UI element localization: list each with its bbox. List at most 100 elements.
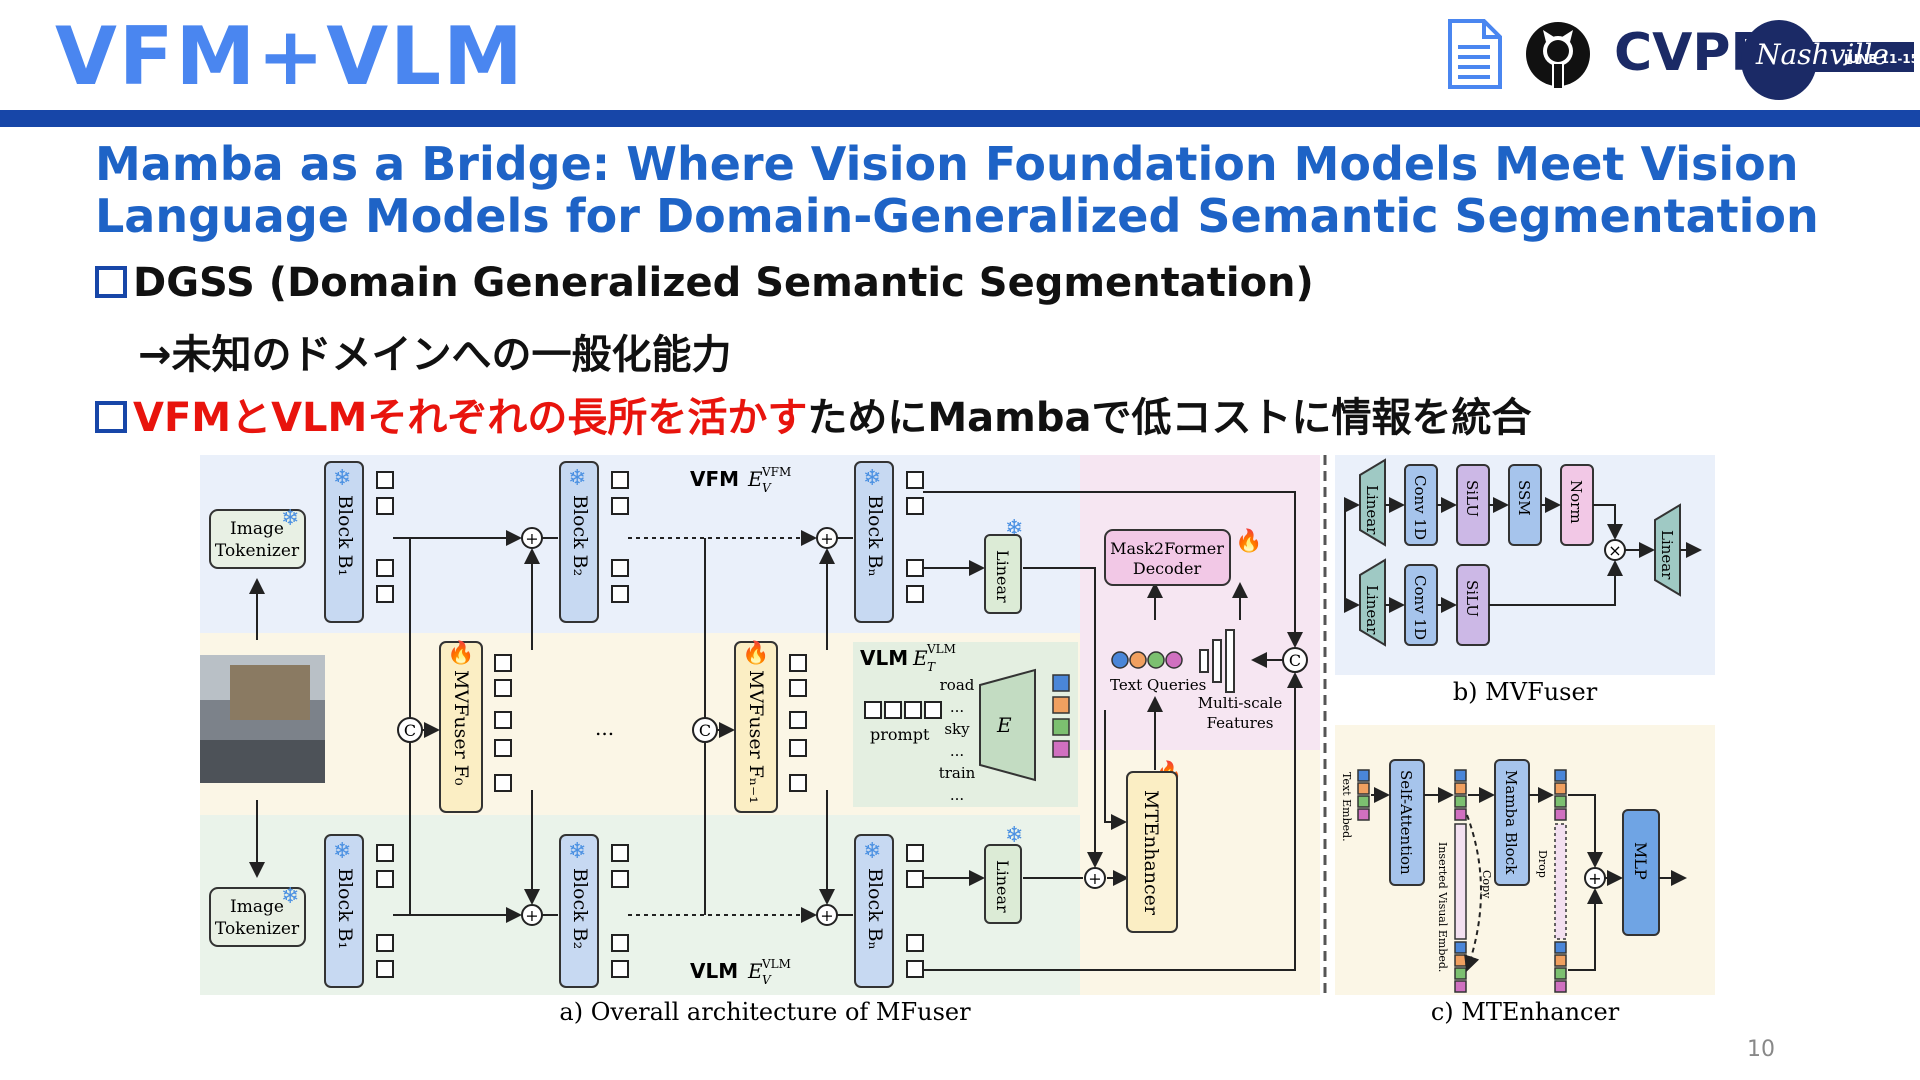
svg-text:Linear: Linear xyxy=(993,550,1012,603)
svg-text:SiLU: SiLU xyxy=(1463,580,1481,617)
svg-text:E: E xyxy=(912,646,928,670)
svg-text:Linear: Linear xyxy=(993,860,1012,913)
vlm-block-b1: Block B₁ xyxy=(324,834,364,988)
copy-label: Copy xyxy=(1480,870,1493,899)
vfm-block-bn: Block Bₙ xyxy=(854,461,894,623)
svg-text:Mask2Former: Mask2Former xyxy=(1110,539,1224,558)
mtenhancer-block: MTEnhancer xyxy=(1126,771,1178,933)
frozen-icon: ❄ xyxy=(333,839,351,864)
svg-text:MVFuser Fₙ₋₁: MVFuser Fₙ₋₁ xyxy=(745,670,767,804)
token-squares xyxy=(376,471,924,978)
mask2former-decoder: Mask2Former Decoder xyxy=(1104,529,1231,586)
vlm-encoder-label: VLM xyxy=(690,959,738,983)
mamba-output-stack xyxy=(1554,769,1567,993)
document-icon[interactable] xyxy=(1446,19,1502,93)
svg-text:Norm: Norm xyxy=(1567,480,1585,524)
svg-text:Decoder: Decoder xyxy=(1133,559,1202,578)
svg-text:Block Bₙ: Block Bₙ xyxy=(864,868,886,950)
multiscale-label-2: Features xyxy=(1207,714,1274,732)
vfm-block-b1: Block B₁ xyxy=(324,461,364,623)
text-encoder-shape xyxy=(979,668,1036,782)
mvfuser-linear-out xyxy=(1654,503,1681,597)
svg-text:VLM: VLM xyxy=(926,642,956,656)
svg-text:Linear: Linear xyxy=(1363,585,1381,635)
enhancer-region xyxy=(1080,750,1320,995)
svg-text:C: C xyxy=(404,721,416,740)
text-encoder-label: E xyxy=(996,713,1012,737)
caption-b: b) MVFuser xyxy=(1453,678,1598,706)
svg-text:...: ... xyxy=(950,698,964,716)
header-divider-bar xyxy=(0,110,1920,127)
inserted-visual-stack xyxy=(1454,769,1467,993)
frozen-icon: ❄ xyxy=(568,466,586,491)
svg-text:train: train xyxy=(939,764,976,782)
text-queries-circles xyxy=(1111,651,1183,669)
svg-text:Self-Attention: Self-Attention xyxy=(1397,770,1415,875)
svg-text:Linear: Linear xyxy=(1658,530,1676,580)
svg-text:Conv 1D: Conv 1D xyxy=(1411,475,1429,540)
svg-text:+: + xyxy=(820,529,833,548)
svg-text:Block Bₙ: Block Bₙ xyxy=(864,495,886,577)
svg-text:road: road xyxy=(940,676,975,694)
drop-label: Drop xyxy=(1536,850,1549,878)
page-number: 10 xyxy=(1747,1037,1775,1062)
caption-a: a) Overall architecture of MFuser xyxy=(559,998,971,1026)
svg-text:E: E xyxy=(747,959,763,983)
linear-top: Linear xyxy=(984,534,1022,614)
paper-title-line-2: Language Models for Domain-Generalized S… xyxy=(95,189,1819,243)
svg-text:VFM: VFM xyxy=(761,465,791,479)
svg-text:Block B₁: Block B₁ xyxy=(334,495,356,576)
trainable-fire-icon: 🔥 xyxy=(1235,528,1262,554)
svg-text:Block B₂: Block B₂ xyxy=(569,868,591,949)
mamba-block: Mamba Block xyxy=(1494,759,1530,886)
svg-text:C: C xyxy=(1289,651,1301,670)
decoder-region xyxy=(1080,455,1320,750)
image-tokenizer-bottom: Image Tokenizer xyxy=(209,887,306,947)
svg-text:+: + xyxy=(525,906,538,925)
caption-c: c) MTEnhancer xyxy=(1431,998,1620,1026)
frozen-icon: ❄ xyxy=(281,506,299,531)
mlp-block: MLP xyxy=(1622,809,1660,936)
image-tokenizer-top: Image Tokenizer xyxy=(209,509,306,569)
svg-text:SSM: SSM xyxy=(1515,480,1533,516)
text-embed-label: Text Embed. xyxy=(1340,772,1353,842)
svg-text:...: ... xyxy=(950,786,964,804)
linear-bottom: Linear xyxy=(984,844,1022,924)
svg-text:E: E xyxy=(747,467,763,491)
mvfuser-f0: MVFuser F₀ xyxy=(439,641,483,813)
vfm-block-b2: Block B₂ xyxy=(559,461,599,623)
svg-text:MVFuser F₀: MVFuser F₀ xyxy=(450,670,472,786)
text-embedding-stack xyxy=(1052,674,1070,758)
github-icon[interactable] xyxy=(1524,20,1592,92)
svg-text:VLM: VLM xyxy=(761,957,791,971)
bullet-rest-text: ためにMambaで低コストに情報を統合 xyxy=(807,395,1532,441)
prompt-tokens xyxy=(864,701,942,719)
svg-text:JUNE 11-15, 2025: JUNE 11-15, 2025 xyxy=(1843,52,1914,66)
svg-text:Image: Image xyxy=(230,897,284,917)
svg-text:T: T xyxy=(927,660,936,674)
frozen-icon: ❄ xyxy=(863,839,881,864)
svg-text:SiLU: SiLU xyxy=(1463,480,1481,517)
svg-text:...: ... xyxy=(950,742,964,760)
self-attention-block: Self-Attention xyxy=(1389,759,1425,886)
mvfuser-fn: MVFuser Fₙ₋₁ xyxy=(734,641,778,813)
fused-token-squares xyxy=(494,654,807,792)
inserted-visual-label: Inserted Visual Embed. xyxy=(1436,842,1449,972)
ellipsis-fusers: ... xyxy=(595,716,614,740)
svg-text:V: V xyxy=(762,481,772,495)
bullet-dgss: DGSS (Domain Generalized Semantic Segmen… xyxy=(95,260,1314,306)
svg-text:+: + xyxy=(1588,869,1601,888)
mvfuser-linear-bottom xyxy=(1359,558,1386,647)
vlm-block-bn: Block Bₙ xyxy=(854,834,894,988)
multiscale-feature-bars xyxy=(1199,629,1235,693)
multiscale-label-1: Multi-scale xyxy=(1198,694,1283,712)
svg-text:+: + xyxy=(1088,869,1101,888)
svg-text:Image: Image xyxy=(230,519,284,539)
vlm-block-b2: Block B₂ xyxy=(559,834,599,988)
svg-text:MTEnhancer: MTEnhancer xyxy=(1140,790,1162,916)
vfm-encoder-label: VFM xyxy=(690,467,739,491)
architecture-figure: VFM E V VFM VLM E V VLM Image Tokenizer … xyxy=(200,455,1715,1026)
svg-text:Tokenizer: Tokenizer xyxy=(215,919,300,939)
frozen-icon: ❄ xyxy=(281,884,299,909)
frozen-icon: ❄ xyxy=(333,466,351,491)
